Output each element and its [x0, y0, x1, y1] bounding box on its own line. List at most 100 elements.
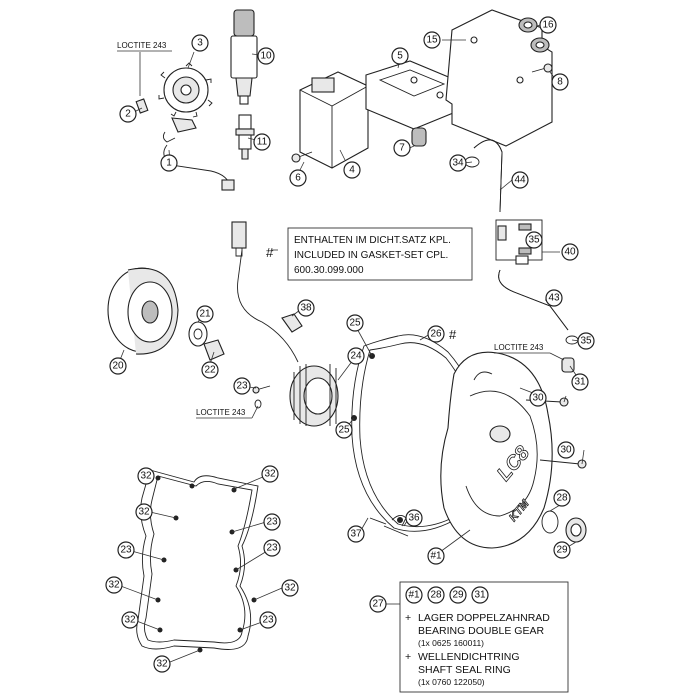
gasket-set-note: # ENTHALTEN IM DICHT.SATZ KPL. INCLUDED … — [266, 227, 473, 281]
svg-text:37: 37 — [350, 529, 362, 540]
callout-hash-1: #1 — [427, 547, 445, 565]
svg-text:35: 35 — [528, 235, 540, 246]
mounting-bracket — [365, 60, 459, 130]
callout-4: 4 — [343, 161, 361, 179]
ignition-coil — [230, 9, 258, 105]
svg-text:27: 27 — [372, 599, 384, 610]
svg-text:32: 32 — [284, 583, 296, 594]
box-ref-callout: #1 — [405, 586, 423, 604]
oring-28 — [541, 510, 559, 534]
nut-22 — [203, 339, 225, 361]
loctite-text: LOCTITE 243 — [494, 343, 544, 352]
callout-32: 32 — [137, 467, 155, 485]
bearing-seal-note: #1 28 29 31 + LAGER DOPPELZAHNRAD BEARIN… — [386, 581, 569, 693]
callout-16: 16 — [539, 16, 557, 34]
svg-text:31: 31 — [474, 590, 486, 601]
bolt-6 — [291, 151, 313, 163]
svg-text:38: 38 — [300, 303, 312, 314]
plug-29 — [565, 517, 587, 543]
svg-text:31: 31 — [574, 377, 586, 388]
gasket-line-1: ENTHALTEN IM DICHT.SATZ KPL. — [294, 235, 451, 246]
callout-24: 24 — [347, 347, 365, 365]
svg-text:32: 32 — [138, 507, 150, 518]
trigger-sprocket — [158, 62, 213, 118]
svg-text:20: 20 — [112, 361, 124, 372]
callout-32: 32 — [105, 576, 123, 594]
callout-31: 31 — [571, 373, 589, 391]
washer-21 — [188, 321, 208, 347]
cable-clip-38 — [281, 313, 303, 333]
hash-symbol: # — [266, 245, 274, 260]
svg-text:25: 25 — [338, 425, 350, 436]
seal-31 — [561, 357, 575, 373]
callout-27: 27 — [369, 595, 387, 613]
svg-text:29: 29 — [556, 545, 568, 556]
loctite-text: LOCTITE 243 — [196, 408, 246, 417]
callout-3: 3 — [191, 34, 209, 52]
callout-5: 5 — [391, 47, 409, 65]
svg-text:30: 30 — [532, 393, 544, 404]
grommets-16 — [518, 17, 550, 53]
case-gasket — [136, 469, 259, 653]
svg-text:23: 23 — [266, 543, 278, 554]
svg-text:40: 40 — [564, 247, 576, 258]
svg-text:#1: #1 — [430, 551, 442, 562]
item1-en: BEARING DOUBLE GEAR — [418, 625, 544, 637]
bolt-8 — [531, 63, 553, 73]
callout-1: 1 — [160, 154, 178, 172]
callout-21: 21 — [196, 305, 214, 323]
svg-text:4: 4 — [349, 165, 355, 176]
svg-text:30: 30 — [560, 445, 572, 456]
svg-text:23: 23 — [120, 545, 132, 556]
callout-29: 29 — [553, 541, 571, 559]
flywheel-rotor — [107, 267, 179, 355]
callout-38: 38 — [297, 299, 315, 317]
callout-36: 36 — [405, 509, 423, 527]
callout-23: 23 — [259, 611, 277, 629]
callout-32: 32 — [135, 503, 153, 521]
gasket-line-3: 600.30.099.000 — [294, 265, 364, 276]
plus-sign: + — [405, 651, 411, 663]
screws-23 — [252, 385, 271, 409]
svg-text:10: 10 — [260, 51, 272, 62]
svg-text:23: 23 — [262, 615, 274, 626]
hash-mark: # — [449, 327, 457, 342]
callout-34: 34 — [449, 154, 467, 172]
callout-10: 10 — [257, 47, 275, 65]
callout-37: 37 — [347, 525, 365, 543]
svg-text:44: 44 — [514, 175, 526, 186]
svg-text:36: 36 — [408, 513, 420, 524]
callout-23: 23 — [117, 541, 135, 559]
callout-32: 32 — [121, 611, 139, 629]
svg-text:34: 34 — [452, 158, 464, 169]
callout-25-bottom: 25 — [335, 421, 353, 439]
svg-text:16: 16 — [542, 20, 554, 31]
svg-text:#1: #1 — [408, 590, 420, 601]
item2-de: WELLENDICHTRING — [418, 651, 520, 663]
callout-26: 26 — [427, 325, 445, 343]
spark-plug — [235, 114, 255, 160]
svg-text:25: 25 — [349, 318, 361, 329]
svg-text:24: 24 — [350, 351, 362, 362]
box-ref-callout: 28 — [427, 586, 445, 604]
callout-32: 32 — [153, 655, 171, 673]
hose-43 — [498, 269, 569, 331]
svg-text:23: 23 — [236, 381, 248, 392]
svg-text:1: 1 — [166, 158, 172, 169]
callout-43: 43 — [545, 289, 563, 307]
callout-44: 44 — [511, 171, 529, 189]
callout-6: 6 — [289, 169, 307, 187]
svg-text:32: 32 — [140, 471, 152, 482]
stator-24 — [289, 364, 339, 427]
callout-7: 7 — [393, 139, 411, 157]
svg-text:22: 22 — [204, 365, 216, 376]
svg-text:35: 35 — [580, 336, 592, 347]
item2-part: (1x 0760 122050) — [418, 677, 485, 687]
svg-text:15: 15 — [426, 35, 438, 46]
cover-plate — [445, 9, 553, 147]
stator-cable — [231, 221, 299, 363]
callout-23: 23 — [263, 513, 281, 531]
svg-text:2: 2 — [125, 109, 131, 120]
